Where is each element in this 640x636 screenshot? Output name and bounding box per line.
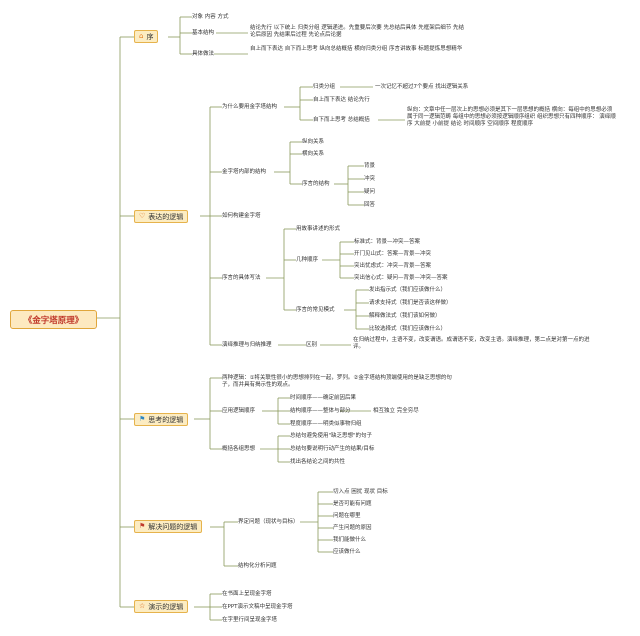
node-orders[interactable]: 几种顺序 bbox=[296, 257, 319, 263]
node-order-confidence[interactable]: 突出信心式：疑问—背景—冲突—答案 bbox=[354, 275, 448, 281]
node-common-patterns[interactable]: 序言的常见模式 bbox=[296, 307, 335, 313]
node-pattern-compare[interactable]: 比较选择式（我们应该做什么） bbox=[369, 326, 447, 332]
flag-icon: ⚑ bbox=[139, 415, 146, 423]
node-present-between-lines[interactable]: 在字里行间呈现金字塔 bbox=[222, 617, 278, 623]
node-what-should-do[interactable]: 应该做什么 bbox=[333, 549, 361, 555]
node-mece: 相互独立 完全穷尽 bbox=[373, 408, 419, 414]
node-degree-order[interactable]: 程度顺序——明类似事物归组 bbox=[290, 421, 362, 427]
node-summarize-groups[interactable]: 概括各组思想 bbox=[222, 446, 256, 452]
node-present-in-ppt[interactable]: 在PPT演示文稿中呈现金字塔 bbox=[222, 604, 293, 610]
node-where-problem[interactable]: 问题在哪里 bbox=[333, 513, 361, 519]
node-background[interactable]: 背景 bbox=[364, 163, 376, 169]
node-how-to-build[interactable]: 如何构建金字塔 bbox=[222, 213, 261, 219]
branch-expression-logic[interactable]: ♡ 表达的逻辑 bbox=[134, 210, 189, 223]
node-bottom-up[interactable]: 自下而上思考 总结概括 bbox=[313, 117, 370, 123]
flag-icon: ⚑ bbox=[139, 522, 146, 530]
node-basic-structure[interactable]: 基本结构 bbox=[192, 30, 215, 36]
node-find-commonality[interactable]: 找出各结论之间的共性 bbox=[290, 459, 346, 465]
node-time-order[interactable]: 时间顺序——确定前因后果 bbox=[290, 395, 357, 401]
node-structured-analysis[interactable]: 结构化分析问题 bbox=[238, 563, 277, 569]
node-deduction-induction[interactable]: 演绎推理与归纳推理 bbox=[222, 342, 272, 348]
branch-preface[interactable]: ⌂ 序 bbox=[134, 30, 159, 43]
node-pattern-instruct[interactable]: 发出指示式（我们应该做什么） bbox=[369, 287, 447, 293]
heart-icon: ♡ bbox=[139, 212, 146, 220]
node-preface-structure[interactable]: 序言的结构 bbox=[302, 181, 330, 187]
node-pattern-explain[interactable]: 解释做法式（我们该如何做） bbox=[369, 313, 441, 319]
node-avoid-empty[interactable]: 总结句避免使用"缺乏思想"的句子 bbox=[290, 433, 373, 439]
branch-thinking-logic[interactable]: ⚑ 思考的逻辑 bbox=[134, 413, 189, 426]
node-problem-cause[interactable]: 产生问题的原因 bbox=[333, 525, 372, 531]
node-specific-method-note: 自上而下表达 自下而上思考 纵向总结概括 横向归类分组 序言讲故事 标题提炼思想… bbox=[250, 46, 463, 52]
node-define-problem[interactable]: 界定问题（现状与目标） bbox=[238, 519, 299, 525]
star-icon: ☆ bbox=[139, 602, 146, 610]
branch-label: 表达的逻辑 bbox=[148, 212, 184, 221]
node-specific-method[interactable]: 具体做法 bbox=[192, 51, 215, 57]
node-structure-order[interactable]: 结构顺序——整体与部分 bbox=[290, 408, 351, 414]
node-two-logics[interactable]: 两种逻辑：①将关联性很小的思想排列在一起，罗列。②金字塔结构顶端使用的是缺乏思想… bbox=[222, 375, 452, 388]
node-vertical-relation[interactable]: 纵向关系 bbox=[302, 139, 325, 145]
node-horizontal-relation[interactable]: 横向关系 bbox=[302, 151, 325, 157]
node-state-result[interactable]: 总结句要说明行动产生的结果/目标 bbox=[290, 446, 375, 452]
node-order-worry[interactable]: 突出忧虑式：冲突—背景—答案 bbox=[354, 263, 432, 269]
branch-label: 解决问题的逻辑 bbox=[148, 522, 198, 531]
node-present-in-writing[interactable]: 在书面上呈现金字塔 bbox=[222, 591, 272, 597]
branch-problem-solving-logic[interactable]: ⚑ 解决问题的逻辑 bbox=[134, 520, 203, 533]
node-answer[interactable]: 回答 bbox=[364, 202, 376, 208]
node-pattern-support[interactable]: 请求支持式（我们是否该这样做） bbox=[369, 300, 452, 306]
node-difference[interactable]: 区别 bbox=[306, 342, 318, 348]
branch-label: 序 bbox=[146, 32, 154, 41]
node-question[interactable]: 疑问 bbox=[364, 189, 376, 195]
node-preface-writing[interactable]: 序言的具体写法 bbox=[222, 275, 261, 281]
node-top-down[interactable]: 自上而下表达 结论先行 bbox=[313, 97, 370, 103]
node-entry-point[interactable]: 切入点 困扰 现状 目标 bbox=[333, 489, 388, 495]
node-internal-structure[interactable]: 金字塔内部的结构 bbox=[222, 169, 267, 175]
node-what-can-do[interactable]: 我们能做什么 bbox=[333, 537, 367, 543]
node-order-direct[interactable]: 开门见山式：答案—背景—冲突 bbox=[354, 251, 432, 257]
node-conflict[interactable]: 冲突 bbox=[364, 176, 376, 182]
branch-presentation-logic[interactable]: ☆ 演示的逻辑 bbox=[134, 600, 189, 613]
node-possible-problem[interactable]: 是否可能有问题 bbox=[333, 501, 372, 507]
node-order-standard[interactable]: 标准式：背景—冲突—答案 bbox=[354, 239, 421, 245]
node-basic-structure-note: 结论先行 以下统上 归类分组 逻辑递进。先重要后次要 先总结后具体 先框架后细节… bbox=[250, 25, 464, 38]
branch-label: 思考的逻辑 bbox=[148, 415, 184, 424]
node-difference-note: 在归纳过程中，主语不变，改变谓语。成谓语不变，改变主语。演绎推理，第二点是对第一… bbox=[353, 337, 590, 350]
house-icon: ⌂ bbox=[139, 32, 144, 40]
node-grouping[interactable]: 归类分组 bbox=[313, 84, 336, 90]
node-grouping-note: 一次记忆不超过7个要点 找出逻辑关系 bbox=[375, 84, 469, 90]
root-node[interactable]: 《金字塔原理》 bbox=[10, 310, 97, 329]
node-object-content-method[interactable]: 对象 内容 方式 bbox=[192, 14, 229, 20]
branch-label: 演示的逻辑 bbox=[148, 602, 184, 611]
node-story-form[interactable]: 用故事讲述的形式 bbox=[296, 226, 341, 232]
node-bottom-up-note: 纵向：文章中任一层次上的思想必须是其下一层思想的概括 横向：每组中的思想必须属于… bbox=[407, 107, 616, 127]
node-why-pyramid[interactable]: 为什么要用金字塔结构 bbox=[222, 104, 278, 110]
node-apply-logic-order[interactable]: 应用逻辑顺序 bbox=[222, 408, 256, 414]
